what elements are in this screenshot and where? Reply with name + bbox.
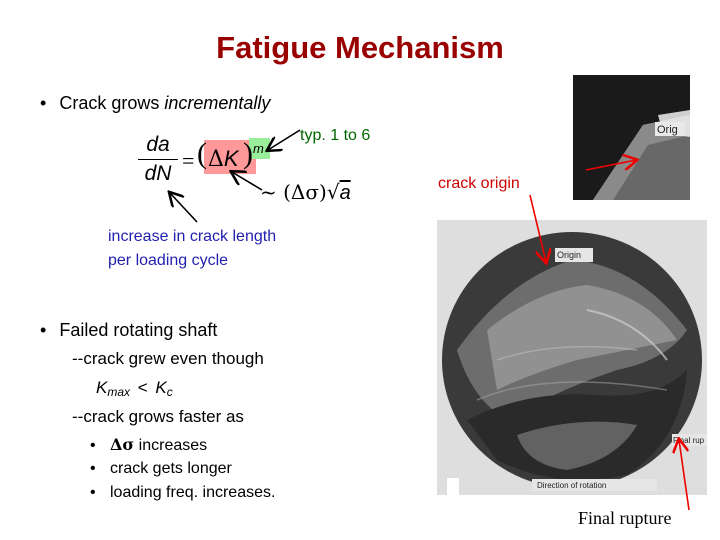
formula-fraction: da dN <box>138 133 178 186</box>
bullet-text: Failed rotating shaft <box>59 320 218 340</box>
paren-right: ) <box>243 137 253 170</box>
bullet-emphasis: incrementally <box>164 93 271 113</box>
rate-annotation: increase in crack length per loading cyc… <box>108 228 277 269</box>
bullet-text: Crack grows <box>59 93 165 113</box>
arrow-to-delta-k <box>232 172 263 191</box>
page-title: Fatigue Mechanism <box>216 30 504 65</box>
tertiary-item: •Δσ increases <box>90 435 208 454</box>
bullet-failed-shaft: • Failed rotating shaft <box>40 320 217 341</box>
delta-k-highlight <box>204 140 256 174</box>
tertiary-item: •loading freq. increases. <box>90 484 276 501</box>
formula-exponent: m <box>253 141 264 156</box>
formula-approx: ~ (Δσ)√a <box>260 180 351 204</box>
bullet-marker: • <box>40 93 47 113</box>
fracture-surface-photo: Origin Final rup Direction of rotation <box>437 220 707 495</box>
paren-left: ( <box>197 137 207 170</box>
photo-origin-label: Orig <box>657 124 678 136</box>
crack-origin-label: crack origin <box>438 175 520 192</box>
photo-final-label: Final rup <box>673 436 705 445</box>
photo-origin-label: Origin <box>557 250 581 260</box>
bullet-marker: • <box>40 320 47 340</box>
arrow-origin-main <box>529 194 546 262</box>
formula-delta-k: ΔK <box>208 146 239 172</box>
formula-denominator: dN <box>144 162 172 185</box>
exponent-annotation: typ. 1 to 6 <box>300 127 371 144</box>
k-inequality: Kmax < Kc <box>96 378 173 399</box>
sub-grows-faster: --crack grows faster as <box>72 407 244 426</box>
final-rupture-label: Final rupture <box>578 508 672 528</box>
photo-direction-label: Direction of rotation <box>537 481 606 490</box>
sub-crack-grew: --crack grew even though <box>72 349 264 368</box>
tertiary-item: •crack gets longer <box>90 460 232 477</box>
arrow-to-fraction <box>170 193 198 223</box>
formula-equals: = <box>182 148 195 173</box>
formula-numerator: da <box>146 133 170 156</box>
arrow-origin-closeup <box>585 160 636 171</box>
arrow-to-exponent <box>268 129 301 150</box>
fracture-closeup-photo: Orig <box>573 75 690 200</box>
bullet-crack-grows: • Crack grows incrementally <box>40 93 270 114</box>
arrow-final-rupture <box>679 440 690 511</box>
fraction-bar <box>138 159 178 160</box>
